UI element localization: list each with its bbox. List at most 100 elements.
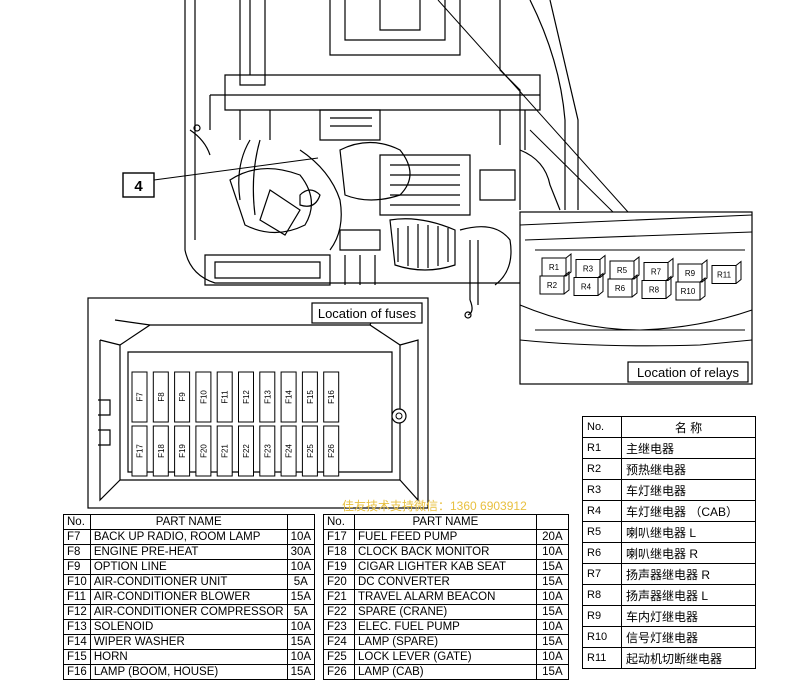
fuse-slot bbox=[323, 371, 340, 423]
col-amp bbox=[535, 514, 570, 530]
relay-number: R9 bbox=[582, 605, 622, 627]
relay-name: 预热继电器 bbox=[621, 458, 756, 480]
fuse-slot bbox=[195, 425, 212, 477]
fuse-slot-label: F25 bbox=[306, 444, 315, 458]
fuse-number: F10 bbox=[63, 574, 91, 590]
fuse-amperage: 20A bbox=[535, 529, 570, 545]
fuse-slot bbox=[174, 425, 191, 477]
fuse-slot-label: F18 bbox=[157, 444, 166, 458]
relay-number: R3 bbox=[582, 479, 622, 501]
fuse-slot bbox=[152, 371, 169, 423]
relay-block-label: R2 bbox=[547, 281, 558, 290]
relay-block-label: R9 bbox=[685, 269, 696, 278]
relay-number: R8 bbox=[582, 584, 622, 606]
relay-block-side bbox=[631, 273, 638, 298]
fuse-amperage: 10A bbox=[286, 619, 316, 635]
fuse-amperage: 15A bbox=[535, 604, 570, 620]
fuse-number: F9 bbox=[63, 559, 91, 575]
fuse-slot bbox=[131, 425, 148, 477]
fuse-slot bbox=[195, 371, 212, 423]
fuse-slot bbox=[174, 371, 191, 423]
relay-block-label: R5 bbox=[617, 266, 628, 275]
fuse-amperage: 10A bbox=[535, 649, 570, 665]
fuse-slot bbox=[301, 425, 318, 477]
fuse-slot-label: F16 bbox=[327, 390, 336, 404]
col-amp bbox=[286, 514, 316, 530]
location-of-fuses-label: Location of fuses bbox=[318, 306, 417, 321]
relay-number: R11 bbox=[582, 647, 622, 669]
engine-bay-drawing bbox=[184, 0, 579, 319]
relay-block-label: R1 bbox=[549, 263, 560, 272]
fuse-number: F11 bbox=[63, 589, 91, 605]
fuse-amperage: 15A bbox=[535, 574, 570, 590]
relay-name: 扬声器继电器 R bbox=[621, 563, 756, 585]
fuse-slot bbox=[238, 371, 254, 423]
fuse-amperage: 10A bbox=[286, 559, 316, 575]
fuse-part-name: CLOCK BACK MONITOR bbox=[354, 544, 537, 560]
relay-block-label: R8 bbox=[649, 286, 660, 295]
relay-number: R1 bbox=[582, 437, 622, 459]
relay-number: R10 bbox=[582, 626, 622, 648]
relay-number: R2 bbox=[582, 458, 622, 480]
fuse-part-name: LOCK LEVER (GATE) bbox=[354, 649, 537, 665]
fuse-part-name: ELEC. FUEL PUMP bbox=[354, 619, 537, 635]
relay-number: R6 bbox=[582, 542, 622, 564]
fuse-number: F8 bbox=[63, 544, 91, 560]
fuse-number: F15 bbox=[63, 649, 91, 665]
relay-table-header: No. 名 称 bbox=[582, 416, 756, 438]
callout-4: 4 bbox=[122, 157, 319, 198]
relay-name: 车灯继电器 bbox=[621, 479, 756, 501]
col-part-name: PART NAME bbox=[354, 514, 537, 530]
fuse-slot bbox=[280, 371, 297, 423]
fuse-slot-label: F19 bbox=[178, 444, 187, 458]
fuse-number: F17 bbox=[323, 529, 355, 545]
fuse-number: F13 bbox=[63, 619, 91, 635]
fuse-part-name: SOLENOID bbox=[89, 619, 288, 635]
fuse-amperage: 10A bbox=[286, 649, 316, 665]
fuse-number: F25 bbox=[323, 649, 355, 665]
fuse-number: F21 bbox=[323, 589, 355, 605]
relay-block bbox=[675, 281, 701, 301]
fuse-number: F24 bbox=[323, 634, 355, 650]
fuse-slot-label: F20 bbox=[199, 444, 208, 458]
fuse-slot bbox=[131, 371, 148, 423]
relay-leader-lines bbox=[437, 0, 629, 215]
fuse-number: F23 bbox=[323, 619, 355, 635]
fuse-number: F20 bbox=[323, 574, 355, 590]
relay-block-label: R6 bbox=[615, 284, 626, 293]
fuse-slot-label: F10 bbox=[199, 390, 208, 404]
fuse-part-name: ENGINE PRE-HEAT bbox=[89, 544, 288, 560]
relay-name: 主继电器 bbox=[621, 437, 756, 459]
location-of-relays-label: Location of relays bbox=[637, 365, 739, 380]
fuse-slot-label: F8 bbox=[157, 392, 166, 402]
fuse-part-name: LAMP (BOOM, HOUSE) bbox=[89, 664, 288, 680]
fuse-part-name: HORN bbox=[89, 649, 288, 665]
fuse-amperage: 15A bbox=[286, 589, 316, 605]
fuse-slot bbox=[238, 425, 254, 477]
fuse-slot-label: F14 bbox=[285, 390, 294, 404]
fuse-slot-label: F23 bbox=[263, 444, 272, 458]
fuse-slot bbox=[280, 425, 297, 477]
fuse-part-name: CIGAR LIGHTER KAB SEAT bbox=[354, 559, 537, 575]
